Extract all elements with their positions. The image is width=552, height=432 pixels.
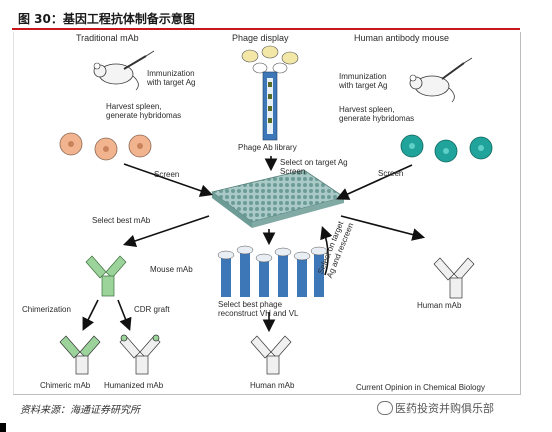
harvest-left-1: Harvest spleen, (106, 102, 162, 111)
cdr-graft-label: CDR graft (134, 305, 170, 314)
figure-title: 图 30：基因工程抗体制备示意图 (18, 12, 195, 26)
title-rule (12, 28, 520, 30)
chimeric-mab-label: Chimeric mAb (40, 381, 91, 390)
harvest-left-2: generate hybridomas (106, 111, 182, 120)
humanized-mab-icon (119, 334, 161, 375)
human-mab-center-icon (250, 335, 292, 375)
header-human-mouse: Human antibody mouse (354, 33, 450, 43)
mouse-right-icon (409, 57, 473, 103)
human-mab-center-label: Human mAb (250, 381, 295, 390)
select-on-target-1: Select on target Ag (280, 158, 348, 167)
immunization-left-1: Immunization (147, 69, 195, 78)
phage-library-label: Phage Ab library (238, 143, 297, 152)
phage-library-icon (241, 45, 299, 141)
select-best-phage-1: Select best phage (218, 300, 283, 309)
header-traditional: Traditional mAb (76, 33, 139, 43)
screening-plate-icon (211, 169, 345, 228)
mouse-left-icon (93, 50, 155, 91)
watermark-text: 医药投资并购俱乐部 (395, 402, 494, 415)
mouse-mab-icon (85, 255, 127, 297)
phage-tubes-icon (217, 245, 328, 297)
mouse-cells-icon (59, 132, 152, 161)
diagram-canvas: Traditional mAb Phage display Human anti… (13, 32, 521, 395)
wechat-icon (377, 401, 393, 415)
human-cells-icon (400, 134, 493, 163)
immunization-left-2: with target Ag (147, 78, 196, 87)
human-mab-right-icon (433, 257, 475, 299)
select-best-mab-label: Select best mAb (92, 216, 151, 225)
harvest-right-2: generate hybridomas (339, 114, 415, 123)
corner-block (0, 423, 6, 432)
diagram-graphics (59, 45, 493, 375)
mouse-mab-label: Mouse mAb (150, 265, 193, 274)
human-mab-right-label: Human mAb (417, 301, 462, 310)
select-best-phage-2: reconstruct VH and VL (218, 309, 299, 318)
citation-label: Current Opinion in Chemical Biology (356, 383, 485, 392)
immunization-right-1: Immunization (339, 72, 387, 81)
humanized-mab-label: Humanized mAb (104, 381, 164, 390)
chimerization-label: Chimerization (22, 305, 71, 314)
screen-right-label: Screen (378, 169, 404, 178)
harvest-right-1: Harvest spleen, (339, 105, 395, 114)
screen-left-label: Screen (154, 170, 180, 179)
immunization-right-2: with target Ag (339, 81, 388, 90)
select-on-target-2: Screen (280, 167, 306, 176)
source-note: 资料来源：海通证券研究所 (20, 405, 140, 416)
header-phage: Phage display (232, 33, 289, 43)
chimeric-mab-icon (59, 335, 101, 375)
flow-arrows (82, 156, 426, 333)
